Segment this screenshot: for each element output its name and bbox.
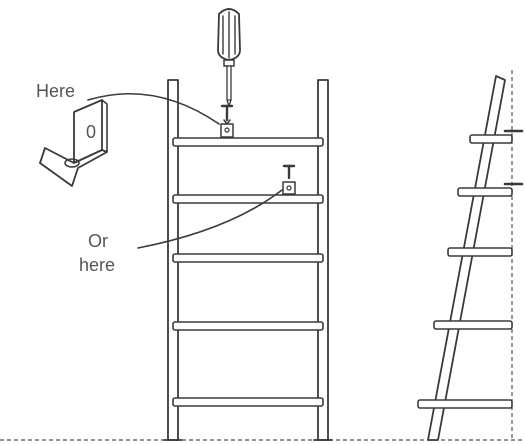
second-bracket-plate bbox=[282, 181, 296, 195]
pointer-here bbox=[87, 92, 220, 125]
side-shelf bbox=[417, 399, 513, 409]
screw-icon bbox=[282, 164, 296, 180]
second-bracket-hole bbox=[286, 185, 292, 191]
front-ladder-rung bbox=[172, 321, 324, 331]
front-ladder-rung bbox=[172, 397, 324, 407]
side-shelf bbox=[447, 247, 513, 257]
label-or-here: here bbox=[79, 255, 115, 275]
label-or: Or bbox=[88, 231, 108, 251]
front-ladder-rung bbox=[172, 253, 324, 263]
screwdriver-icon bbox=[217, 8, 241, 107]
bracket-hole bbox=[64, 158, 80, 168]
side-shelf bbox=[469, 134, 513, 144]
label-here: Here bbox=[36, 81, 75, 101]
pointer-or-here bbox=[137, 189, 283, 249]
front-ladder-rung bbox=[172, 194, 324, 204]
second-bracket bbox=[282, 181, 296, 195]
l-bracket-icon: 0 bbox=[39, 99, 108, 187]
top-bracket-hole bbox=[224, 127, 230, 133]
front-ladder-rung bbox=[172, 137, 324, 147]
front-ladder bbox=[163, 79, 333, 441]
side-shelf bbox=[457, 187, 513, 197]
top-bracket bbox=[220, 123, 234, 138]
bracket-digit: 0 bbox=[86, 122, 96, 142]
screw-icon bbox=[220, 104, 234, 125]
side-ladder bbox=[417, 75, 524, 441]
top-bracket-plate bbox=[220, 123, 234, 138]
side-ladder-rail bbox=[427, 75, 506, 441]
side-shelf bbox=[433, 320, 513, 330]
